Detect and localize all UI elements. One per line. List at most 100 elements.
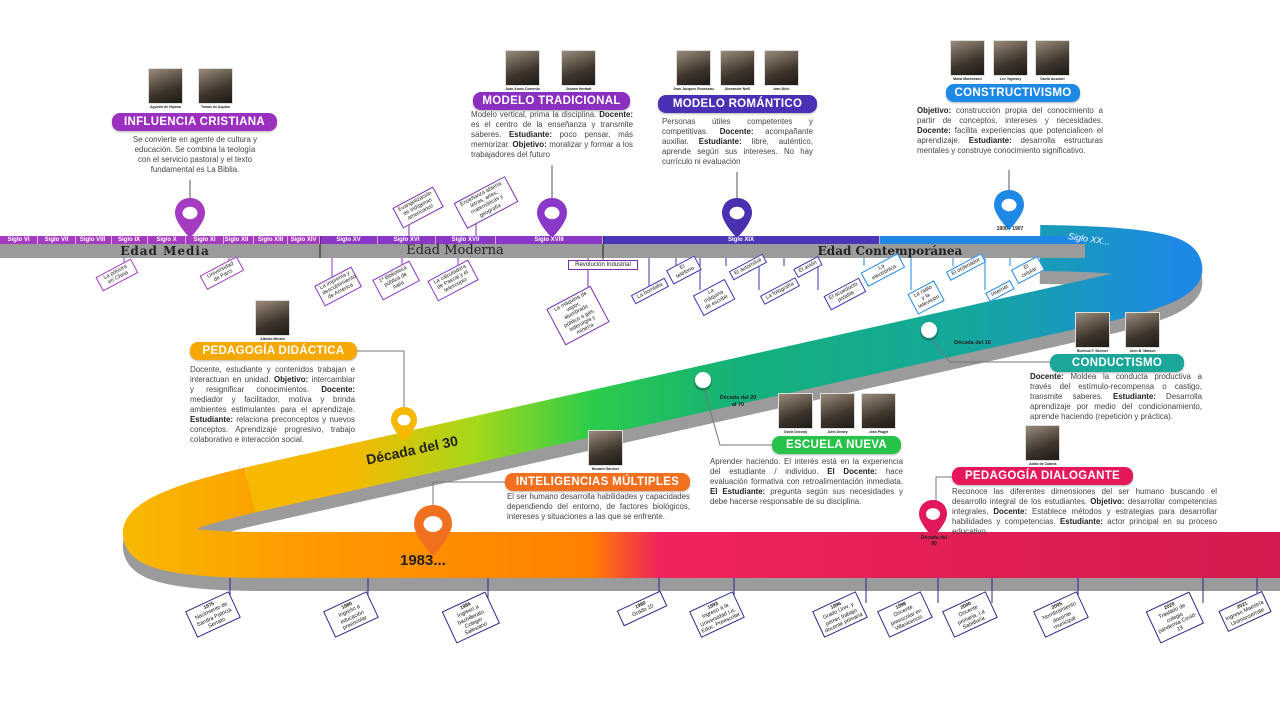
portrait-caption: David Ausubel bbox=[1040, 77, 1065, 81]
conductismo-title-badge: CONDUCTISMO bbox=[1050, 354, 1184, 372]
field-text: hace evaluación formativa con retroalime… bbox=[710, 467, 903, 486]
siglo-label: Siglo VIII bbox=[74, 236, 112, 244]
field-text: actor principal en su proceso educativo. bbox=[952, 517, 1217, 536]
portrait bbox=[861, 393, 896, 429]
portrait bbox=[561, 50, 596, 86]
siglo-label: Siglo XVIII bbox=[496, 236, 603, 244]
field-text: Moldea la conducta productiva a través d… bbox=[1030, 372, 1202, 401]
portrait bbox=[588, 430, 623, 466]
road-bottom bbox=[123, 467, 1280, 578]
field-label: Estudiante: bbox=[698, 137, 742, 146]
portrait bbox=[764, 50, 799, 86]
siglo-label: Siglo XIX bbox=[603, 236, 880, 244]
field-text: desarrolla estructuras mentales y constr… bbox=[917, 136, 1103, 155]
field-text: desarrollar competencias integrales. bbox=[952, 497, 1217, 516]
portrait bbox=[198, 68, 233, 104]
field-label: Estudiante: bbox=[968, 136, 1012, 145]
portrait-caption: María Montessori bbox=[953, 77, 982, 81]
pin-inteligencias-multiples[interactable] bbox=[414, 505, 452, 556]
influencia-title-badge: INFLUENCIA CRISTIANA bbox=[112, 113, 277, 131]
field-text: libre, auténtico, aprende según sus inte… bbox=[662, 137, 813, 166]
connector-line bbox=[432, 481, 505, 505]
didactica-description: Docente, estudiante y contenidos trabaja… bbox=[190, 365, 355, 445]
road-diagonal bbox=[244, 225, 1203, 513]
field-label: Objetivo: bbox=[1090, 497, 1125, 506]
field-label: Docente: bbox=[917, 126, 951, 135]
portrait bbox=[1035, 40, 1070, 76]
field-text: Modelo vertical, prima la disciplina. bbox=[471, 110, 600, 119]
siglo-label: Siglo XV bbox=[320, 236, 378, 244]
field-text: Docente, estudiante y contenidos trabaja… bbox=[190, 365, 355, 384]
field-label: Objetivo: bbox=[917, 106, 952, 115]
field-label: Estudiante: bbox=[508, 130, 552, 139]
connector-line bbox=[702, 384, 772, 446]
siglo-label: Siglo X bbox=[148, 236, 186, 244]
date-label: 1900 - 1907 bbox=[996, 226, 1024, 232]
field-label: Docente: bbox=[993, 507, 1028, 516]
era-edad-contemporanea: Edad Contemporánea bbox=[817, 244, 963, 258]
pin-conductismo[interactable] bbox=[920, 322, 938, 341]
field-text: El ser humano desarrolla habilidades y c… bbox=[507, 492, 690, 521]
pin-modelo-tradicional[interactable] bbox=[537, 198, 567, 238]
escuela-title-badge: ESCUELA NUEVA bbox=[772, 436, 901, 454]
field-text: relaciona preconceptos y nuevos concepto… bbox=[190, 415, 355, 444]
field-label: El Docente: bbox=[827, 467, 878, 476]
field-label: Objetivo: bbox=[512, 140, 547, 149]
pin-constructivismo[interactable] bbox=[994, 190, 1024, 230]
tradicional-title-badge: MODELO TRADICIONAL bbox=[473, 92, 630, 110]
pin-pedagogia-didactica[interactable] bbox=[391, 407, 417, 442]
portrait-caption: Ovide Decroly bbox=[783, 430, 808, 434]
field-text: Aprender haciendo. El interés está en la… bbox=[710, 457, 903, 476]
pin-modelo-romantico[interactable] bbox=[722, 198, 752, 238]
decade-label: Década del 10 bbox=[954, 340, 991, 346]
tradicional-description: Modelo vertical, prima la disciplina. Do… bbox=[471, 110, 633, 160]
siglo-label: Siglo VI bbox=[0, 236, 38, 244]
field-label: Objetivo: bbox=[273, 375, 309, 384]
pin-escuela-nueva[interactable] bbox=[694, 372, 712, 391]
field-label: Docente: bbox=[321, 385, 355, 394]
portrait-caption: Alberto Merani bbox=[260, 337, 285, 341]
decade-label: Década del 90 bbox=[920, 535, 948, 547]
field-label: El Estudiante: bbox=[710, 487, 766, 496]
field-text: Se convierte en agente de cultura y educ… bbox=[132, 135, 258, 174]
field-text: Desarrolla aprendizaje por medio del con… bbox=[1030, 392, 1202, 421]
inteligencias-description: El ser humano desarrolla habilidades y c… bbox=[507, 492, 690, 522]
siglo-label: Siglo IX bbox=[111, 236, 148, 244]
influencia-description: Se convierte en agente de cultura y educ… bbox=[130, 135, 260, 175]
field-text: Reconoce las diferentes dimensiones del … bbox=[952, 487, 1217, 506]
pin-pedagogia-dialogante[interactable] bbox=[919, 500, 947, 538]
portrait bbox=[148, 68, 183, 104]
field-label: Docente: bbox=[599, 110, 633, 119]
portrait bbox=[720, 50, 755, 86]
portrait bbox=[1025, 425, 1060, 461]
portrait-caption: Jean Jacques Rousseau bbox=[673, 87, 714, 91]
connector-line bbox=[928, 334, 1050, 363]
portrait-caption: Alexander Neill bbox=[724, 87, 751, 91]
field-text: es el centro de la enseñanza y transmite… bbox=[471, 120, 633, 139]
field-text: Establece métodos y estrategias para des… bbox=[952, 507, 1217, 526]
field-text: construcción propia del conocimiento a p… bbox=[917, 106, 1103, 125]
field-text: acompañante auxiliar. bbox=[662, 127, 813, 146]
year-label: 1983... bbox=[400, 552, 446, 569]
field-label: Estudiante: bbox=[190, 415, 233, 424]
decade-label: Década del 20 al 70 bbox=[719, 395, 757, 408]
portrait-caption: Juan Amos Comenio bbox=[505, 87, 540, 91]
field-text: intercambiar y resignificar conocimiento… bbox=[190, 375, 355, 394]
portrait bbox=[676, 50, 711, 86]
pin-influencia-cristiana[interactable] bbox=[175, 198, 205, 238]
didactica-title-badge: PEDAGOGÍA DIDÁCTICA bbox=[190, 342, 357, 360]
portrait bbox=[820, 393, 855, 429]
siglo-label: Siglo XI bbox=[186, 236, 224, 244]
portrait-caption: John Dewey bbox=[827, 430, 848, 434]
portrait-caption: Johann Herbart bbox=[565, 87, 592, 91]
portrait bbox=[993, 40, 1028, 76]
era-edad-moderna: Edad Moderna bbox=[406, 243, 504, 258]
field-label: Docente: bbox=[1030, 372, 1064, 381]
portrait-caption: John B. Watson bbox=[1129, 349, 1156, 353]
portrait-caption: Howard Gardner bbox=[591, 467, 620, 471]
portrait bbox=[1125, 312, 1160, 348]
field-text: Personas útiles competentes y competitiv… bbox=[662, 117, 813, 136]
dialogante-title-badge: PEDAGOGÍA DIALOGANTE bbox=[952, 467, 1133, 485]
dialogante-description: Reconoce las diferentes dimensiones del … bbox=[952, 487, 1217, 537]
